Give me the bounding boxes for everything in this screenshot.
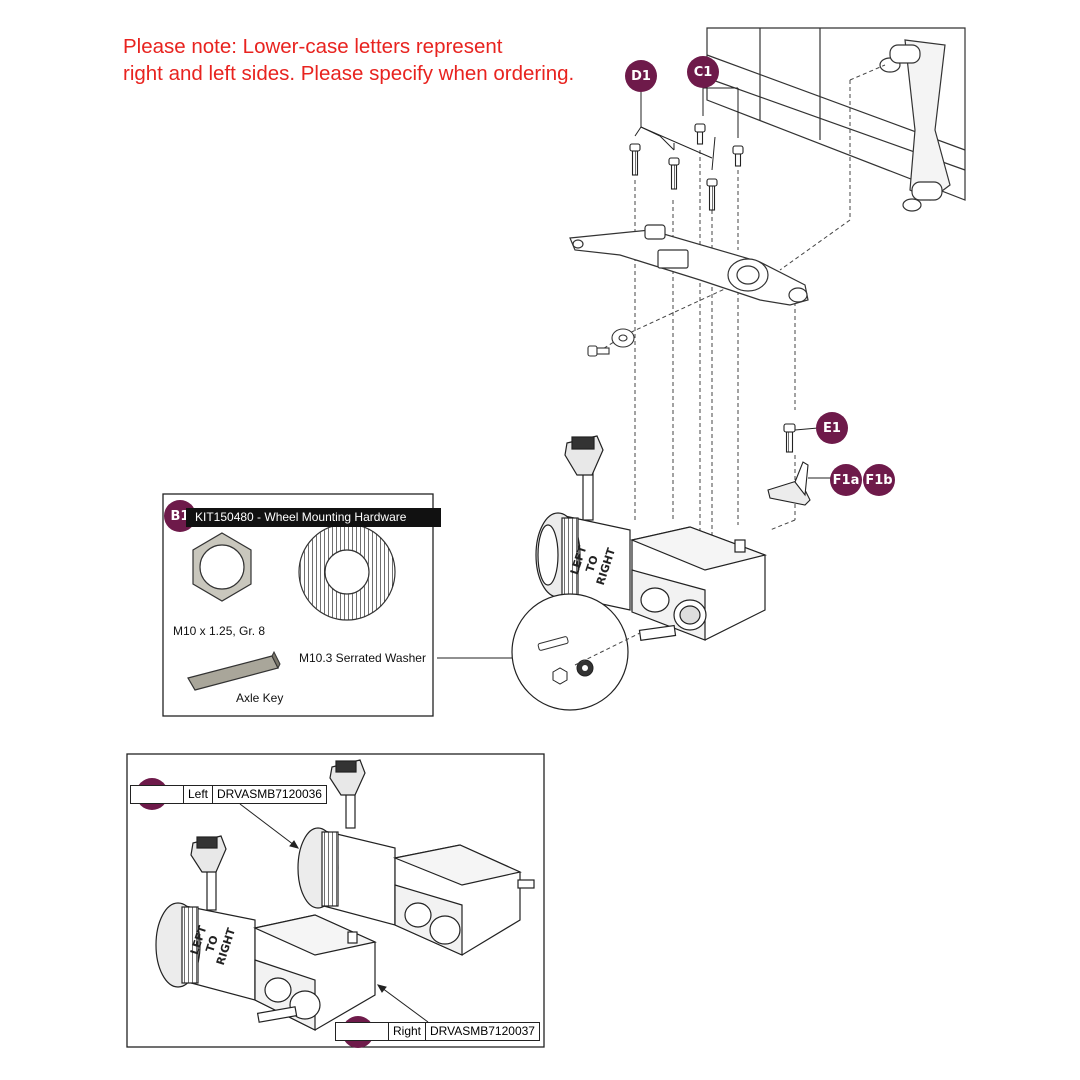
drive-label-line2: TO xyxy=(203,934,221,954)
drive-box-frame xyxy=(126,753,545,1048)
axle-key-label: Axle Key xyxy=(236,691,284,705)
ordering-note: Please note: Lower-case letters represen… xyxy=(123,33,574,87)
kit-box-frame xyxy=(162,493,434,717)
main-drive-motor: LEFT TO RIGHT xyxy=(535,435,768,641)
nut-label: M10 x 1.25, Gr. 8 xyxy=(173,624,266,638)
motor-bracket xyxy=(569,224,809,306)
mounting-bolts xyxy=(629,123,744,211)
left-drive-side: Left xyxy=(184,786,214,803)
callout-e1[interactable]: E1 xyxy=(816,412,848,444)
left-drive-part-row: Left DRVASMB7120036 xyxy=(130,785,327,804)
motor-label-line2: TO xyxy=(583,554,601,574)
callout-leaders-top xyxy=(634,87,739,171)
callout-b1[interactable]: B1 xyxy=(164,500,196,532)
callout-c1[interactable]: C1 xyxy=(687,56,719,88)
right-drive-motor xyxy=(155,835,377,1031)
chair-frame xyxy=(706,27,966,212)
left-drive-motor xyxy=(297,759,535,956)
left-drive-part-number: DRVASMB7120036 xyxy=(217,787,322,801)
kit-title: KIT150480 - Wheel Mounting Hardware xyxy=(186,508,441,527)
axle-key-drawing xyxy=(187,650,281,691)
pivot-washer xyxy=(587,328,635,357)
ordering-note-line2: right and left sides. Please specify whe… xyxy=(123,62,575,85)
ordering-note-line1: Please note: Lower-case letters represen… xyxy=(123,35,503,58)
right-drive-part-number: DRVASMB7120037 xyxy=(430,1024,535,1038)
right-drive-side: Right xyxy=(389,1023,427,1040)
serrated-washer-drawing xyxy=(298,523,396,621)
right-drive-part-row: Right DRVASMB7120037 xyxy=(335,1022,540,1041)
e1-bolt xyxy=(783,423,796,453)
callout-f1b[interactable]: F1b xyxy=(863,464,895,496)
washer-label: M10.3 Serrated Washer xyxy=(299,651,426,665)
hardware-detail-circle xyxy=(511,593,641,711)
f1-bracket xyxy=(767,461,811,506)
callout-f1a[interactable]: F1a xyxy=(830,464,862,496)
callout-d1[interactable]: D1 xyxy=(625,60,657,92)
drive-leaders xyxy=(239,803,429,1023)
hex-nut-drawing xyxy=(192,532,252,602)
